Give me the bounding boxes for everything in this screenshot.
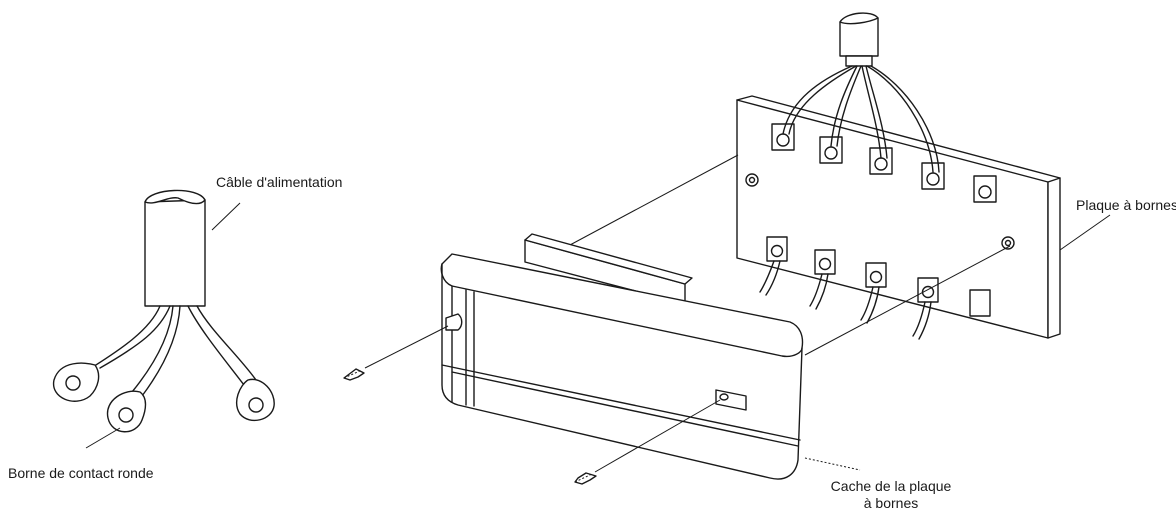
terminal-block-label: Plaque à bornes (1076, 197, 1176, 213)
terminal-cover-label-line1: Cache de la plaque (830, 478, 952, 494)
terminal-cover-label-line2: à bornes (863, 495, 919, 511)
terminal-cover-label: Cache de la plaque à bornes (812, 478, 970, 512)
power-cable-label: Câble d'alimentation (216, 174, 343, 190)
ring-terminal-label: Borne de contact ronde (8, 465, 154, 481)
power-cable-illustration (52, 189, 275, 449)
lower-terminals (759, 236, 991, 340)
terminal-cover-illustration (343, 154, 1011, 485)
terminal-block-illustration (736, 12, 1111, 340)
top-cable (782, 12, 940, 173)
